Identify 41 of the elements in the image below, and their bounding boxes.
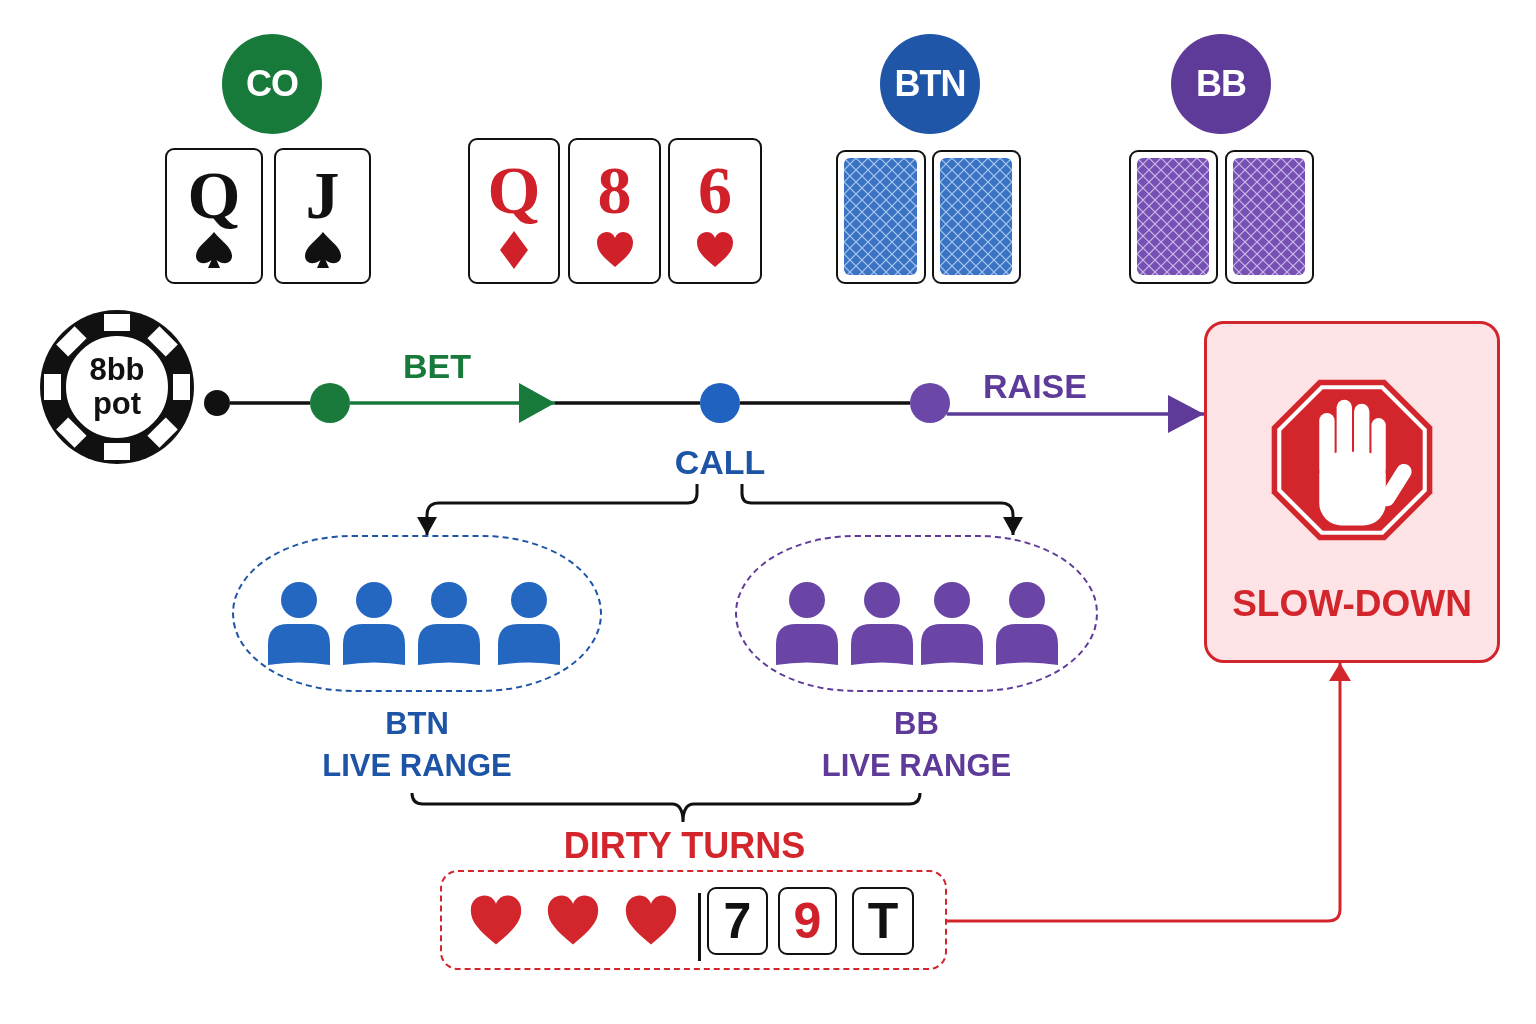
position-label: BTN — [894, 64, 966, 104]
warning-panel — [1204, 321, 1500, 663]
card-rank: Q — [187, 162, 241, 228]
timeline-dot-icon — [310, 383, 350, 423]
range-label: LIVE RANGE — [821, 748, 1012, 784]
card-back — [836, 150, 926, 284]
connector-arrow — [947, 663, 1351, 923]
position-label: BB — [1196, 64, 1246, 104]
card-rank: 8 — [597, 157, 632, 223]
playing-card — [468, 138, 560, 284]
connector-arrow — [350, 383, 555, 423]
card-rank: J — [305, 162, 340, 228]
range-label: LIVE RANGE — [322, 748, 512, 784]
timeline-dot-icon — [910, 383, 950, 423]
timeline-dot-icon — [700, 383, 740, 423]
card-back — [1129, 150, 1218, 284]
warning-label: SLOW-DOWN — [1232, 582, 1472, 626]
position-label: CO — [246, 64, 298, 104]
card-rank: 6 — [698, 157, 732, 223]
card-rank: 7 — [723, 893, 752, 949]
range-label: BB — [894, 706, 939, 742]
playing-card — [165, 148, 263, 284]
playing-card — [568, 138, 661, 284]
action-label: CALL — [668, 440, 772, 484]
turn-card — [778, 887, 837, 955]
card-rank: T — [867, 893, 899, 949]
range-label: BTN — [385, 706, 449, 742]
card-rank: 9 — [793, 893, 822, 949]
connector-line — [555, 401, 700, 405]
connector-line — [230, 401, 310, 405]
turn-card — [707, 887, 768, 955]
card-rank: Q — [487, 157, 541, 223]
section-heading: DIRTY TURNS — [563, 826, 806, 866]
card-back — [1225, 150, 1314, 284]
connector-arrow — [946, 395, 1204, 433]
playing-card — [274, 148, 371, 284]
card-back — [932, 150, 1021, 284]
timeline-dot-icon — [204, 390, 230, 416]
connector-line — [740, 401, 910, 405]
playing-card — [668, 138, 762, 284]
turn-card — [852, 887, 914, 955]
